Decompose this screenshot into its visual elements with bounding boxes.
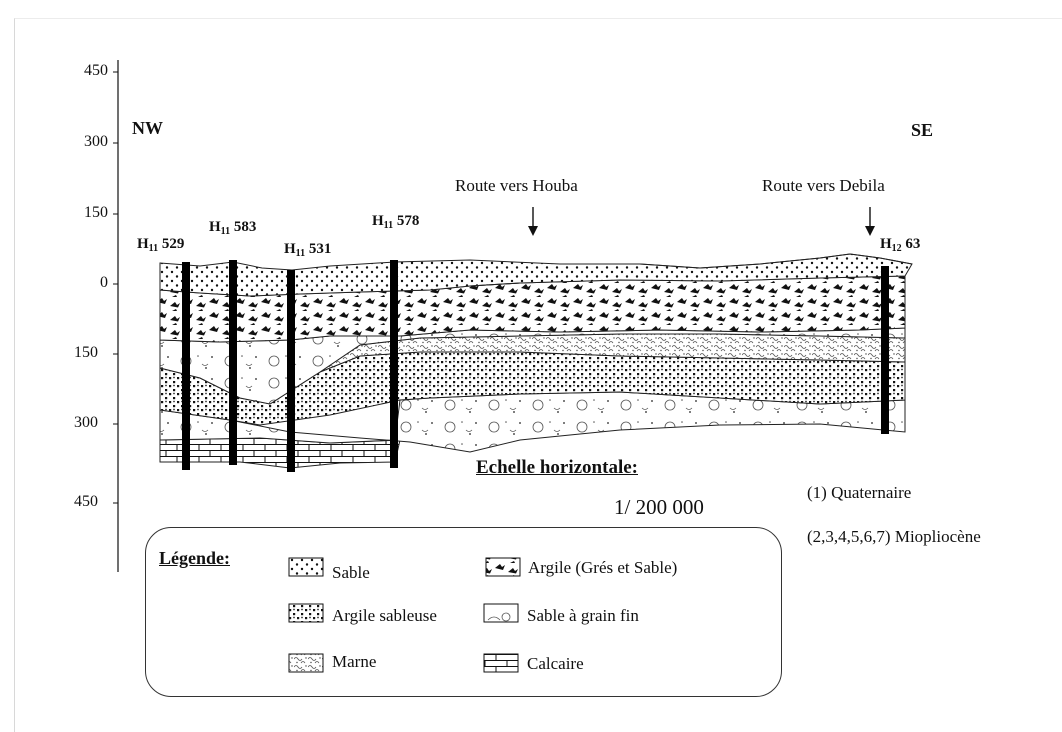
legend-label: Marne — [332, 652, 377, 671]
legend-swatch-marne — [288, 653, 324, 673]
legend-title: Légende: — [159, 548, 230, 568]
legend-swatch-calcaire — [483, 653, 519, 673]
axis-tick-label: 450 — [74, 493, 98, 510]
borehole — [287, 270, 295, 472]
scale-title: Echelle horizontale: — [476, 457, 638, 478]
well-label: H11 583 — [209, 219, 257, 237]
direction-nw-label: NW — [132, 118, 163, 138]
axis-tick-label: 150 — [84, 204, 108, 221]
legend-label: Argile sableuse — [332, 606, 437, 625]
direction-se-label: SE — [911, 120, 934, 140]
legend-swatch-argile — [485, 557, 521, 577]
legend-swatch-argile-sableuse — [288, 603, 324, 623]
note-quaternaire: (1) Quaternaire — [807, 483, 912, 502]
borehole — [229, 260, 237, 465]
well-label: H11 529 — [137, 236, 185, 254]
legend-swatch-sable — [288, 557, 324, 577]
axis-tick-label: 0 — [100, 274, 108, 291]
scale-value: 1/ 200 000 — [614, 495, 704, 519]
layer-calcaire — [159, 437, 401, 469]
road-label-houba: Route vers Houba — [455, 176, 578, 195]
well-label: H11 531 — [284, 241, 332, 259]
borehole — [182, 262, 190, 470]
axis-tick-label: 150 — [74, 344, 98, 361]
well-label: H12 63 — [880, 236, 921, 254]
axis-tick-label: 300 — [74, 414, 98, 431]
figure-frame — [14, 18, 1062, 732]
well-label: H11 578 — [372, 213, 420, 231]
axis-tick-label: 450 — [84, 62, 108, 79]
borehole — [881, 266, 889, 434]
axis-tick-label: 300 — [84, 133, 108, 150]
legend-label: Calcaire — [527, 654, 584, 673]
legend-label: Argile (Grés et Sable) — [528, 558, 678, 577]
legend-box — [145, 527, 782, 697]
road-label-debila: Route vers Debila — [762, 176, 885, 195]
legend-label: Sable — [332, 563, 370, 582]
borehole — [390, 260, 398, 468]
note-miopliocene: (2,3,4,5,6,7) Miopliocène — [807, 527, 981, 546]
legend-label: Sable à grain fin — [527, 606, 639, 625]
